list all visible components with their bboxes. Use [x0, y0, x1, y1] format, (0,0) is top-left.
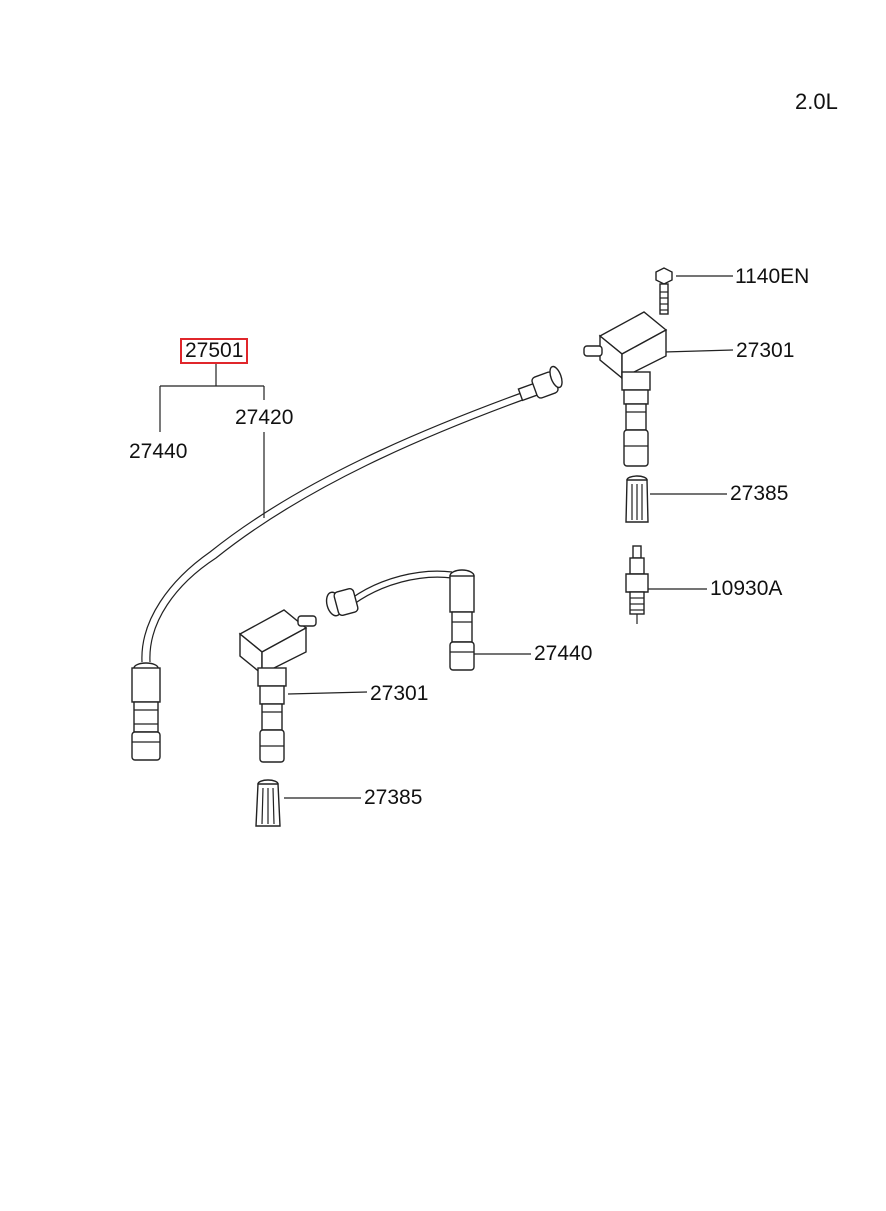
callout-27501-assembly[interactable]: 27501	[180, 338, 249, 364]
boot-left	[255, 779, 281, 827]
callout-27420-wire-long[interactable]: 27420	[235, 406, 294, 429]
callout-1140en-bolt[interactable]: 1140EN	[735, 265, 810, 288]
cable-short-boot	[449, 569, 475, 671]
bolt-part	[655, 267, 673, 315]
callout-10930a-spark-plug[interactable]: 10930A	[710, 577, 783, 600]
callout-27440-wire-center[interactable]: 27440	[534, 642, 593, 665]
cable-long	[131, 365, 563, 761]
leader-lines	[159, 275, 734, 799]
callout-27301-coil-right[interactable]: 27301	[736, 339, 795, 362]
callout-27385-boot-left[interactable]: 27385	[364, 786, 423, 809]
engine-label: 2.0L	[795, 89, 838, 114]
boot-right	[625, 475, 649, 523]
callout-27385-boot-right[interactable]: 27385	[730, 482, 789, 505]
callout-27301-coil-left[interactable]: 27301	[370, 682, 429, 705]
cable-short	[325, 569, 475, 671]
spark-plug-part	[625, 545, 649, 624]
cable-short-connector	[325, 588, 359, 617]
coil-left	[238, 609, 317, 763]
cable-end-connector	[517, 365, 563, 402]
cable-boot-left	[131, 662, 161, 761]
coil-right	[583, 311, 668, 467]
callout-27440-wire-short[interactable]: 27440	[129, 440, 188, 463]
